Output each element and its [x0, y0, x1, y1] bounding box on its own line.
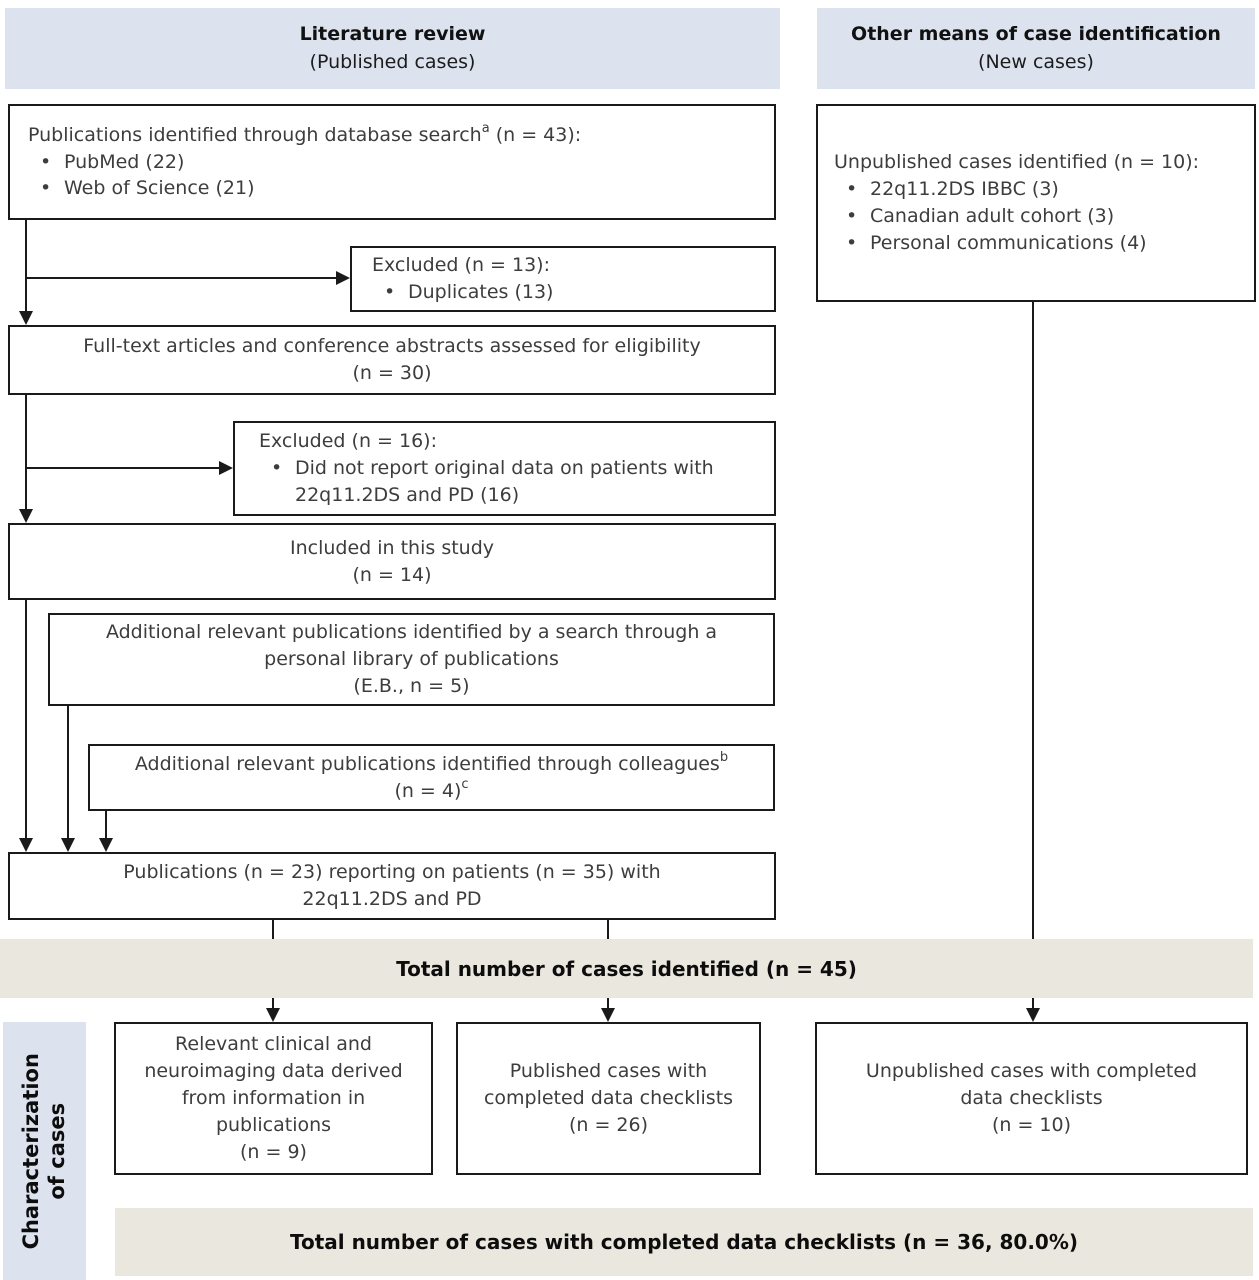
list-item: PubMed (22) — [28, 149, 764, 176]
list-item: Duplicates (13) — [372, 279, 766, 306]
arrow-head — [1026, 1008, 1040, 1022]
line: completed data checklists — [483, 1087, 734, 1110]
sidebar-label-line2: of cases — [45, 1102, 70, 1200]
line: (n = 26) — [568, 1113, 649, 1136]
box-publications-identified-title: Publications identified through database… — [28, 122, 764, 149]
line: from information in — [181, 1087, 366, 1110]
header-literature-review: Literature review (Published cases) — [5, 8, 780, 89]
box-excluded-original: Excluded (n = 16): Did not report origin… — [233, 421, 776, 516]
arrow-head — [266, 1008, 280, 1022]
box-library-line3: (E.B., n = 5) — [353, 674, 470, 697]
line2-main: (n = 4) — [394, 779, 462, 802]
arrow-head — [99, 838, 113, 852]
box-colleagues-line2: (n = 4)c — [394, 778, 468, 805]
line: data checklists — [960, 1087, 1103, 1110]
box-included-line1: Included in this study — [289, 536, 495, 559]
box-personal-library: Additional relevant publications identif… — [48, 613, 775, 706]
box-publications-reporting: Publications (n = 23) reporting on patie… — [8, 852, 776, 920]
box-published-checklists: Published cases with completed data chec… — [456, 1022, 761, 1175]
box-relevant-clinical: Relevant clinical and neuroimaging data … — [114, 1022, 433, 1175]
box-excluded-original-title: Excluded (n = 16): — [259, 430, 437, 453]
list-item: Personal communications (4) — [834, 230, 1248, 257]
box-pubs-reporting-line2: 22q11.2DS and PD — [302, 888, 482, 910]
list-item: Did not report original data on patients… — [259, 455, 768, 509]
line: publications — [215, 1113, 332, 1136]
box-fulltext-assessed: Full-text articles and conference abstra… — [8, 325, 776, 395]
line: Published cases with — [509, 1060, 708, 1083]
band-total-identified-label: Total number of cases identified (n = 45… — [396, 956, 857, 981]
line: (n = 9) — [240, 1140, 307, 1163]
header-other-title: Other means of case identification — [851, 22, 1221, 45]
band-total-identified: Total number of cases identified (n = 45… — [0, 939, 1253, 998]
line: (n = 10) — [991, 1113, 1072, 1136]
list-item: Canadian adult cohort (3) — [834, 203, 1248, 230]
box-excluded-duplicates: Excluded (n = 13): Duplicates (13) — [350, 246, 776, 312]
box-pubs-reporting-line1: Publications (n = 23) reporting on patie… — [123, 861, 661, 884]
header-other-means: Other means of case identification (New … — [817, 8, 1255, 89]
arrow-head — [19, 311, 33, 325]
title-tail: (n = 43): — [489, 123, 582, 146]
box-unpublished-checklists: Unpublished cases with completed data ch… — [815, 1022, 1248, 1175]
header-literature-title: Literature review — [299, 22, 486, 45]
footnote-a: a — [481, 121, 490, 137]
footnote-c: c — [461, 777, 469, 793]
header-other-subtitle: (New cases) — [978, 50, 1094, 73]
box-publications-identified-list: PubMed (22) Web of Science (21) — [28, 149, 764, 203]
footnote-b: b — [719, 750, 729, 766]
box-library-line1: Additional relevant publications identif… — [105, 621, 718, 644]
arrow-head — [19, 838, 33, 852]
box-fulltext-line1: Full-text articles and conference abstra… — [83, 335, 701, 358]
box-publications-identified: Publications identified through database… — [8, 104, 776, 220]
box-colleagues-line1: Additional relevant publications identif… — [135, 751, 728, 778]
arrow-head — [601, 1008, 615, 1022]
box-excluded-duplicates-title: Excluded (n = 13): — [372, 254, 550, 277]
title-main: Publications identified through database… — [28, 123, 482, 146]
box-excluded-original-list: Did not report original data on patients… — [259, 455, 768, 509]
box-unpublished-identified: Unpublished cases identified (n = 10): 2… — [816, 104, 1256, 302]
line: Unpublished cases with completed — [865, 1060, 1198, 1083]
box-fulltext-line2: (n = 30) — [352, 362, 432, 384]
box-unpublished-list: 22q11.2DS IBBC (3) Canadian adult cohort… — [834, 176, 1248, 257]
line1-main: Additional relevant publications identif… — [134, 752, 720, 775]
box-colleagues: Additional relevant publications identif… — [88, 744, 775, 811]
box-included-line2: (n = 14) — [352, 563, 432, 586]
arrow-head — [19, 509, 33, 523]
box-included-study: Included in this study (n = 14) — [8, 523, 776, 600]
sidebar-characterization-label: Characterization of cases — [18, 1053, 71, 1249]
list-item: Web of Science (21) — [28, 175, 764, 202]
sidebar-label-line1: Characterization — [19, 1052, 44, 1250]
line: neuroimaging data derived — [144, 1060, 403, 1083]
line: Relevant clinical and — [175, 1033, 372, 1056]
arrow-head — [219, 461, 233, 475]
band-total-checklists: Total number of cases with completed dat… — [115, 1208, 1253, 1276]
arrow-head — [336, 271, 350, 285]
arrow-head — [61, 838, 75, 852]
band-total-checklists-label: Total number of cases with completed dat… — [289, 1230, 1079, 1254]
list-item: 22q11.2DS IBBC (3) — [834, 176, 1248, 203]
header-literature-subtitle: (Published cases) — [309, 50, 476, 73]
box-unpublished-title: Unpublished cases identified (n = 10): — [834, 151, 1200, 174]
box-library-line2: personal library of publications — [264, 648, 559, 671]
box-excluded-duplicates-list: Duplicates (13) — [372, 279, 766, 306]
sidebar-characterization: Characterization of cases — [3, 1022, 86, 1280]
